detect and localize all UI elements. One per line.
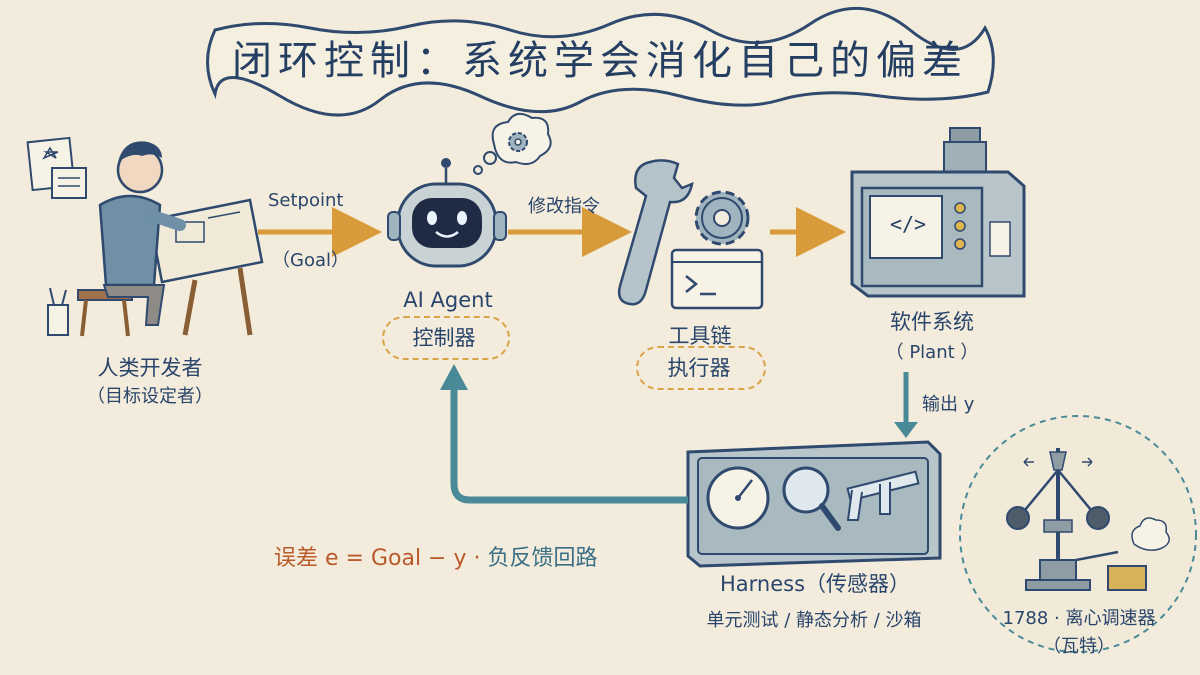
robot-illustration <box>387 112 552 268</box>
setpoint-sublabel: （Goal） <box>272 250 349 271</box>
toolchain-role-box <box>636 346 766 390</box>
title-frame <box>206 6 995 117</box>
feedback-arrow <box>450 386 688 504</box>
plant-illustration <box>850 127 1026 298</box>
agent-role-box <box>382 316 510 360</box>
agent-label: AI Agent <box>403 288 493 312</box>
toolchain-label: 工具链 <box>668 324 732 348</box>
developer-illustration <box>26 136 264 337</box>
error-separator: · <box>466 546 488 571</box>
harness-illustration <box>686 440 942 568</box>
error-formula-line: 误差 e = Goal − y · 负反馈回路 <box>274 540 598 572</box>
harness-label: Harness（传感器） <box>719 572 911 596</box>
governor-label: 1788 · 离心调速器 <box>1002 608 1156 629</box>
setpoint-label: Setpoint <box>268 190 344 211</box>
developer-sublabel: （目标设定者） <box>87 386 213 407</box>
code-glyph: </> <box>889 212 927 236</box>
negative-feedback-label: 负反馈回路 <box>487 546 598 571</box>
governor-illustration <box>959 415 1197 653</box>
plant-sublabel: （ Plant ） <box>885 342 979 363</box>
diagram-title: 闭环控制：系统学会消化自己的偏差 <box>232 38 968 84</box>
modify-label: 修改指令 <box>528 196 600 217</box>
agent-role: 控制器 <box>412 326 476 350</box>
error-formula: 误差 e = Goal − y <box>274 546 467 571</box>
developer-label: 人类开发者 <box>97 356 203 380</box>
governor-sublabel: （瓦特） <box>1043 636 1115 657</box>
toolchain-illustration <box>617 159 764 310</box>
harness-sublabel: 单元测试 / 静态分析 / 沙箱 <box>706 610 922 631</box>
plant-label: 软件系统 <box>890 310 974 334</box>
output-label: 输出 y <box>922 394 975 415</box>
toolchain-role: 执行器 <box>667 356 731 380</box>
